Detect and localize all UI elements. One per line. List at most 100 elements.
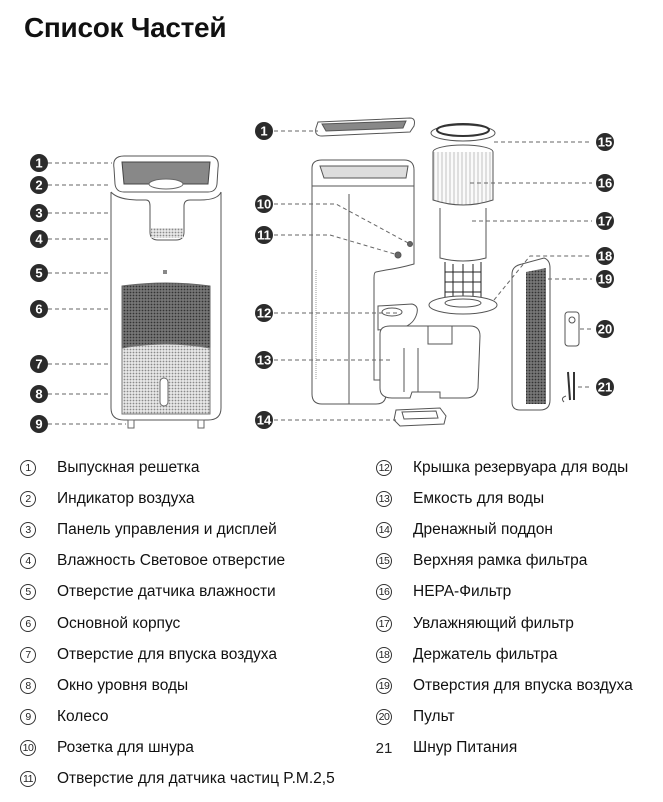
item-number: 6 [20, 615, 36, 632]
legend-item: 17 Увлажняющий фильтр [376, 608, 633, 639]
item-number: 17 [376, 615, 392, 632]
callout-11: 11 [255, 226, 273, 244]
legend-item: 13 Емкость для воды [376, 483, 633, 514]
item-number: 1 [20, 459, 36, 476]
item-label: Шнур Питания [413, 739, 518, 757]
item-label: Увлажняющий фильтр [413, 614, 574, 632]
svg-text:10: 10 [257, 197, 271, 212]
item-number: 21 [375, 739, 393, 757]
svg-text:14: 14 [257, 413, 272, 428]
legend-item: 9 Колесо [20, 702, 335, 733]
item-number: 8 [20, 677, 36, 694]
callout-9: 9 [30, 415, 48, 433]
svg-text:6: 6 [35, 302, 42, 317]
callouts-left: 1 2 3 4 5 6 7 8 9 [30, 154, 48, 433]
callouts-exploded-right: 15 16 17 18 19 20 21 [596, 133, 614, 396]
svg-text:4: 4 [35, 232, 43, 247]
item-label: Колесо [57, 708, 109, 726]
callouts-exploded-left: 1 10 11 12 13 14 [255, 122, 273, 429]
item-number: 14 [376, 521, 392, 538]
item-number: 4 [20, 553, 36, 570]
callout-13: 13 [255, 351, 273, 369]
callout-5: 5 [30, 264, 48, 282]
svg-text:15: 15 [598, 135, 612, 150]
leader-lines [48, 130, 592, 425]
svg-text:3: 3 [35, 206, 42, 221]
callout-2: 2 [30, 176, 48, 194]
legend-item: 12 Крышка резервуара для воды [376, 452, 633, 483]
callout-4: 4 [30, 230, 48, 248]
item-number: 9 [20, 709, 36, 726]
item-number: 2 [20, 490, 36, 507]
item-number: 3 [20, 521, 36, 538]
callout-19: 19 [596, 270, 614, 288]
item-label: Основной корпус [57, 614, 181, 632]
item-label: HEPA-Фильтр [413, 583, 512, 601]
legend-item: 4 Влажность Световое отверстие [20, 546, 335, 577]
svg-text:2: 2 [35, 178, 42, 193]
assembled-unit-drawing [110, 155, 222, 429]
svg-text:1: 1 [35, 156, 42, 171]
legend-item: 6 Основной корпус [20, 608, 335, 639]
svg-text:8: 8 [35, 387, 42, 402]
svg-text:20: 20 [598, 322, 612, 337]
item-number: 11 [20, 771, 36, 788]
legend-item: 1 Выпускная решетка [20, 452, 335, 483]
page-title: Список Частей [24, 12, 227, 43]
parts-diagram: 1 2 3 4 5 6 7 8 9 1 10 11 12 13 14 15 16… [30, 117, 614, 433]
callout-1: 1 [30, 154, 48, 172]
item-number: 12 [376, 459, 392, 476]
callout-18: 18 [596, 247, 614, 265]
callout-12: 12 [255, 304, 273, 322]
callout-16: 16 [596, 174, 614, 192]
item-label: Окно уровня воды [57, 676, 189, 694]
callout-20: 20 [596, 320, 614, 338]
svg-text:16: 16 [598, 176, 612, 191]
parts-legend-column-2: 12 Крышка резервуара для воды 13 Емкость д… [376, 452, 633, 764]
legend-item: 7 Отверстие для впуска воздуха [20, 639, 335, 670]
item-label: Держатель фильтра [413, 645, 558, 663]
svg-text:5: 5 [35, 266, 42, 281]
callout-7: 7 [30, 355, 48, 373]
svg-text:12: 12 [257, 306, 271, 321]
item-number: 15 [376, 553, 392, 570]
item-label: Панель управления и дисплей [57, 520, 277, 538]
item-label: Индикатор воздуха [57, 489, 195, 507]
svg-text:21: 21 [598, 380, 612, 395]
item-number: 5 [20, 584, 36, 601]
item-label: Выпускная решетка [57, 458, 200, 476]
item-label: Емкость для воды [413, 489, 545, 507]
svg-text:18: 18 [598, 249, 612, 264]
item-number: 13 [376, 490, 392, 507]
svg-text:1: 1 [260, 124, 267, 139]
parts-legend-column-1: 1 Выпускная решетка 2 Индикатор воздуха 3 П… [20, 452, 335, 795]
item-label: Отверстия для впуска воздуха [413, 676, 633, 694]
item-label: Отверстие датчика влажности [57, 583, 276, 601]
callout-17: 17 [596, 212, 614, 230]
item-label: Крышка резервуара для воды [413, 458, 629, 476]
svg-text:9: 9 [35, 417, 42, 432]
item-label: Дренажный поддон [413, 520, 553, 538]
callout-14: 14 [255, 411, 273, 429]
callout-3: 3 [30, 204, 48, 222]
item-number: 7 [20, 646, 36, 663]
legend-item: 14 Дренажный поддон [376, 514, 633, 545]
legend-item: 15 Верхняя рамка фильтра [376, 546, 633, 577]
item-label: Верхняя рамка фильтра [413, 552, 588, 570]
svg-text:17: 17 [598, 214, 612, 229]
callout-8: 8 [30, 385, 48, 403]
svg-text:19: 19 [598, 272, 612, 287]
legend-item: 2 Индикатор воздуха [20, 483, 335, 514]
svg-text:11: 11 [257, 228, 271, 243]
callout-21: 21 [596, 378, 614, 396]
legend-item: 5 Отверстие датчика влажности [20, 577, 335, 608]
item-label: Отверстие для впуска воздуха [57, 645, 277, 663]
svg-text:7: 7 [35, 357, 42, 372]
item-label: Влажность Световое отверстие [57, 552, 286, 570]
exploded-view-drawing [311, 117, 580, 427]
